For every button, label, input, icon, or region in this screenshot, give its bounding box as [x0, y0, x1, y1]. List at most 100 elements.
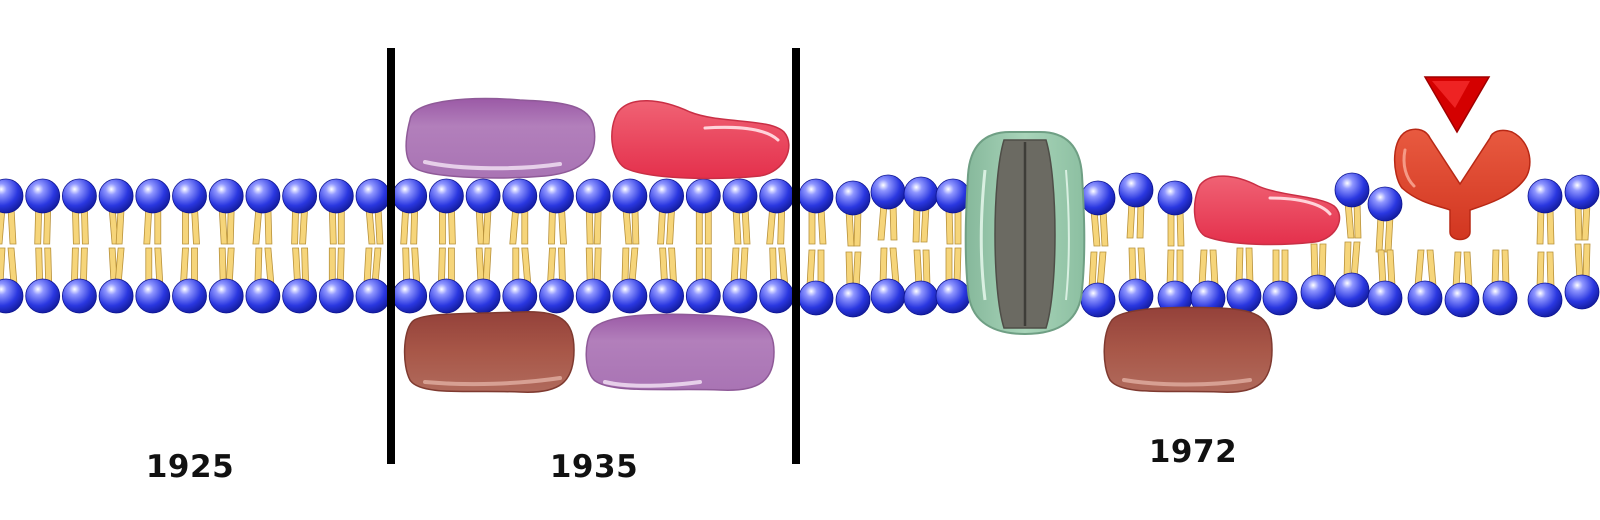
lipid-head [1367, 280, 1403, 316]
lipid-tail [145, 247, 153, 285]
lipid-head [62, 278, 97, 314]
phospholipid-heads [0, 172, 1600, 318]
lipid-head [870, 278, 906, 314]
lipid-head [25, 278, 61, 314]
lipid-tail [1536, 251, 1545, 289]
lipid-head [685, 278, 721, 314]
divider-1935-1972 [792, 48, 800, 464]
lipid-head [208, 178, 244, 214]
lipid-tail [585, 207, 594, 245]
lipid-tail [43, 207, 52, 245]
lipid-tail [512, 247, 520, 285]
lipid-tail [739, 247, 749, 285]
lipid-tail [1090, 209, 1101, 247]
lipid-head [208, 278, 244, 314]
lipid-head [0, 178, 24, 214]
lipid-tail [1344, 201, 1355, 239]
protein-brown-peripheral [1103, 306, 1273, 393]
lipid-tail [115, 207, 125, 245]
lipid-head [935, 278, 971, 314]
lipid-tail [1536, 207, 1545, 245]
lipid-tail [371, 247, 382, 285]
lipid-tail [410, 207, 419, 245]
lipid-tail [365, 207, 376, 245]
lipid-head [428, 178, 464, 214]
lipid-tail [1176, 209, 1185, 247]
lipid-tail [1581, 203, 1591, 241]
lipid-head [1527, 282, 1563, 318]
lipid-head [1118, 278, 1154, 314]
lipid-tail [402, 247, 411, 285]
lipid-head [575, 278, 611, 314]
lipid-tail [70, 247, 79, 285]
lipid-tail [35, 247, 44, 285]
lipid-tail [817, 207, 827, 245]
lipid-tail [777, 207, 786, 245]
lipid-head [428, 278, 464, 314]
lipid-tail [79, 247, 88, 285]
lipid-head [62, 178, 97, 214]
lipid-tail [218, 247, 227, 285]
lipid-head [465, 278, 501, 314]
lipid-tail [558, 247, 566, 285]
lipid-head [1226, 278, 1262, 314]
lipid-head [465, 178, 501, 214]
lipid-head [318, 178, 354, 214]
lipid-head [392, 178, 428, 214]
lipid-head [282, 278, 318, 314]
lipid-tail [191, 247, 198, 285]
lipid-tail [1136, 201, 1145, 239]
lipid-tail [1343, 241, 1352, 279]
lipid-tail [1245, 247, 1254, 285]
lipid-tail [7, 247, 18, 285]
lipid-tail [953, 247, 962, 285]
lipid-tail [1167, 209, 1175, 247]
lipid-tail [182, 207, 189, 245]
phospholipid-tails [0, 201, 1591, 289]
lipid-tail [447, 247, 455, 285]
lipid-tail [34, 207, 43, 245]
lipid-tail [1272, 249, 1280, 287]
receptor-protein [1393, 128, 1531, 241]
lipid-head [539, 178, 574, 214]
lipid-tail [482, 207, 492, 245]
lipid-tail [337, 207, 345, 245]
lipid-head [1157, 180, 1193, 216]
lipid-head [172, 278, 207, 314]
lipid-tail [1235, 247, 1244, 285]
lipid-tail [252, 207, 263, 245]
lipid-head [722, 178, 758, 214]
lipid-tail [1386, 249, 1396, 287]
lipid-head [1300, 274, 1336, 310]
lipid-head [1080, 282, 1116, 318]
protein-pink-top-right [611, 100, 790, 180]
lipid-tail [1126, 201, 1136, 239]
lipid-tail [191, 207, 200, 245]
lipid-tail [668, 247, 678, 285]
lipid-head [649, 278, 684, 314]
lipid-tail [328, 247, 336, 285]
lipid-tail [447, 207, 456, 245]
lipid-head [245, 278, 281, 314]
lipid-head [835, 180, 871, 216]
lipid-tail [879, 247, 888, 285]
lipid-head [98, 178, 134, 214]
lipid-tail [1310, 243, 1319, 281]
lipid-tail [913, 249, 923, 287]
lipid-tail [1546, 251, 1555, 289]
lipid-tail [666, 207, 676, 245]
lipid-head [282, 178, 318, 214]
lipid-tail [593, 247, 602, 285]
lipid-tail [1099, 209, 1109, 247]
lipid-tail [808, 207, 816, 245]
lipid-tail [922, 249, 931, 287]
lipid-tail [1176, 249, 1184, 287]
lipid-tail [509, 207, 520, 245]
lipid-tail [622, 207, 633, 245]
lipid-tail [628, 247, 639, 285]
lipid-tail [1088, 251, 1098, 289]
lipid-tail [852, 251, 862, 289]
lipid-tail [1137, 247, 1147, 285]
lipid-tail [558, 207, 567, 245]
lipid-tail [291, 207, 300, 245]
